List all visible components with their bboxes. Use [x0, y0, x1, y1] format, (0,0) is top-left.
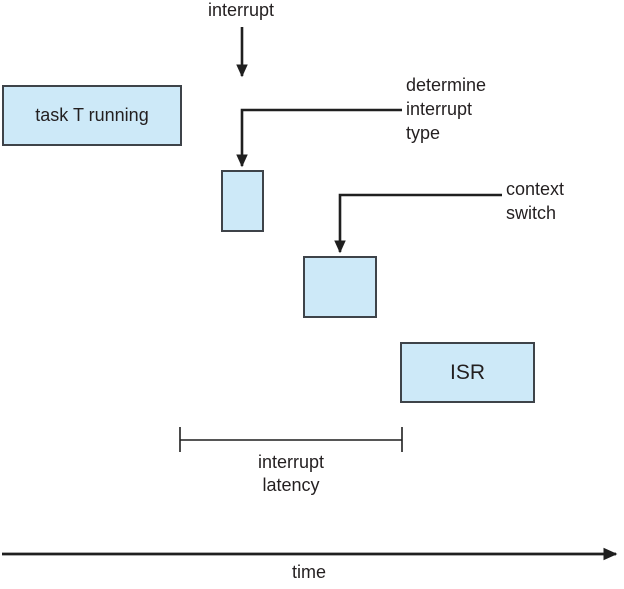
isr-box: ISR	[400, 342, 535, 403]
interrupt-latency-bracket	[179, 427, 403, 452]
context-switch-elbow-arrow	[334, 193, 502, 254]
context-switch-box	[303, 256, 377, 318]
interrupt-latency-label: interrupt latency	[257, 452, 325, 495]
task-running-box-label: task T running	[35, 105, 149, 125]
context-switch-label: context switch	[506, 179, 565, 223]
determine-interrupt-type-box	[221, 170, 264, 232]
interrupt-label: interrupt	[207, 0, 275, 20]
time-axis-label: time	[291, 562, 327, 582]
determine-interrupt-type-label: determine interrupt type	[406, 75, 487, 143]
determine-interrupt-elbow-arrow	[236, 108, 402, 168]
task-running-box: task T running	[2, 85, 182, 146]
isr-box-label: ISR	[449, 360, 485, 384]
